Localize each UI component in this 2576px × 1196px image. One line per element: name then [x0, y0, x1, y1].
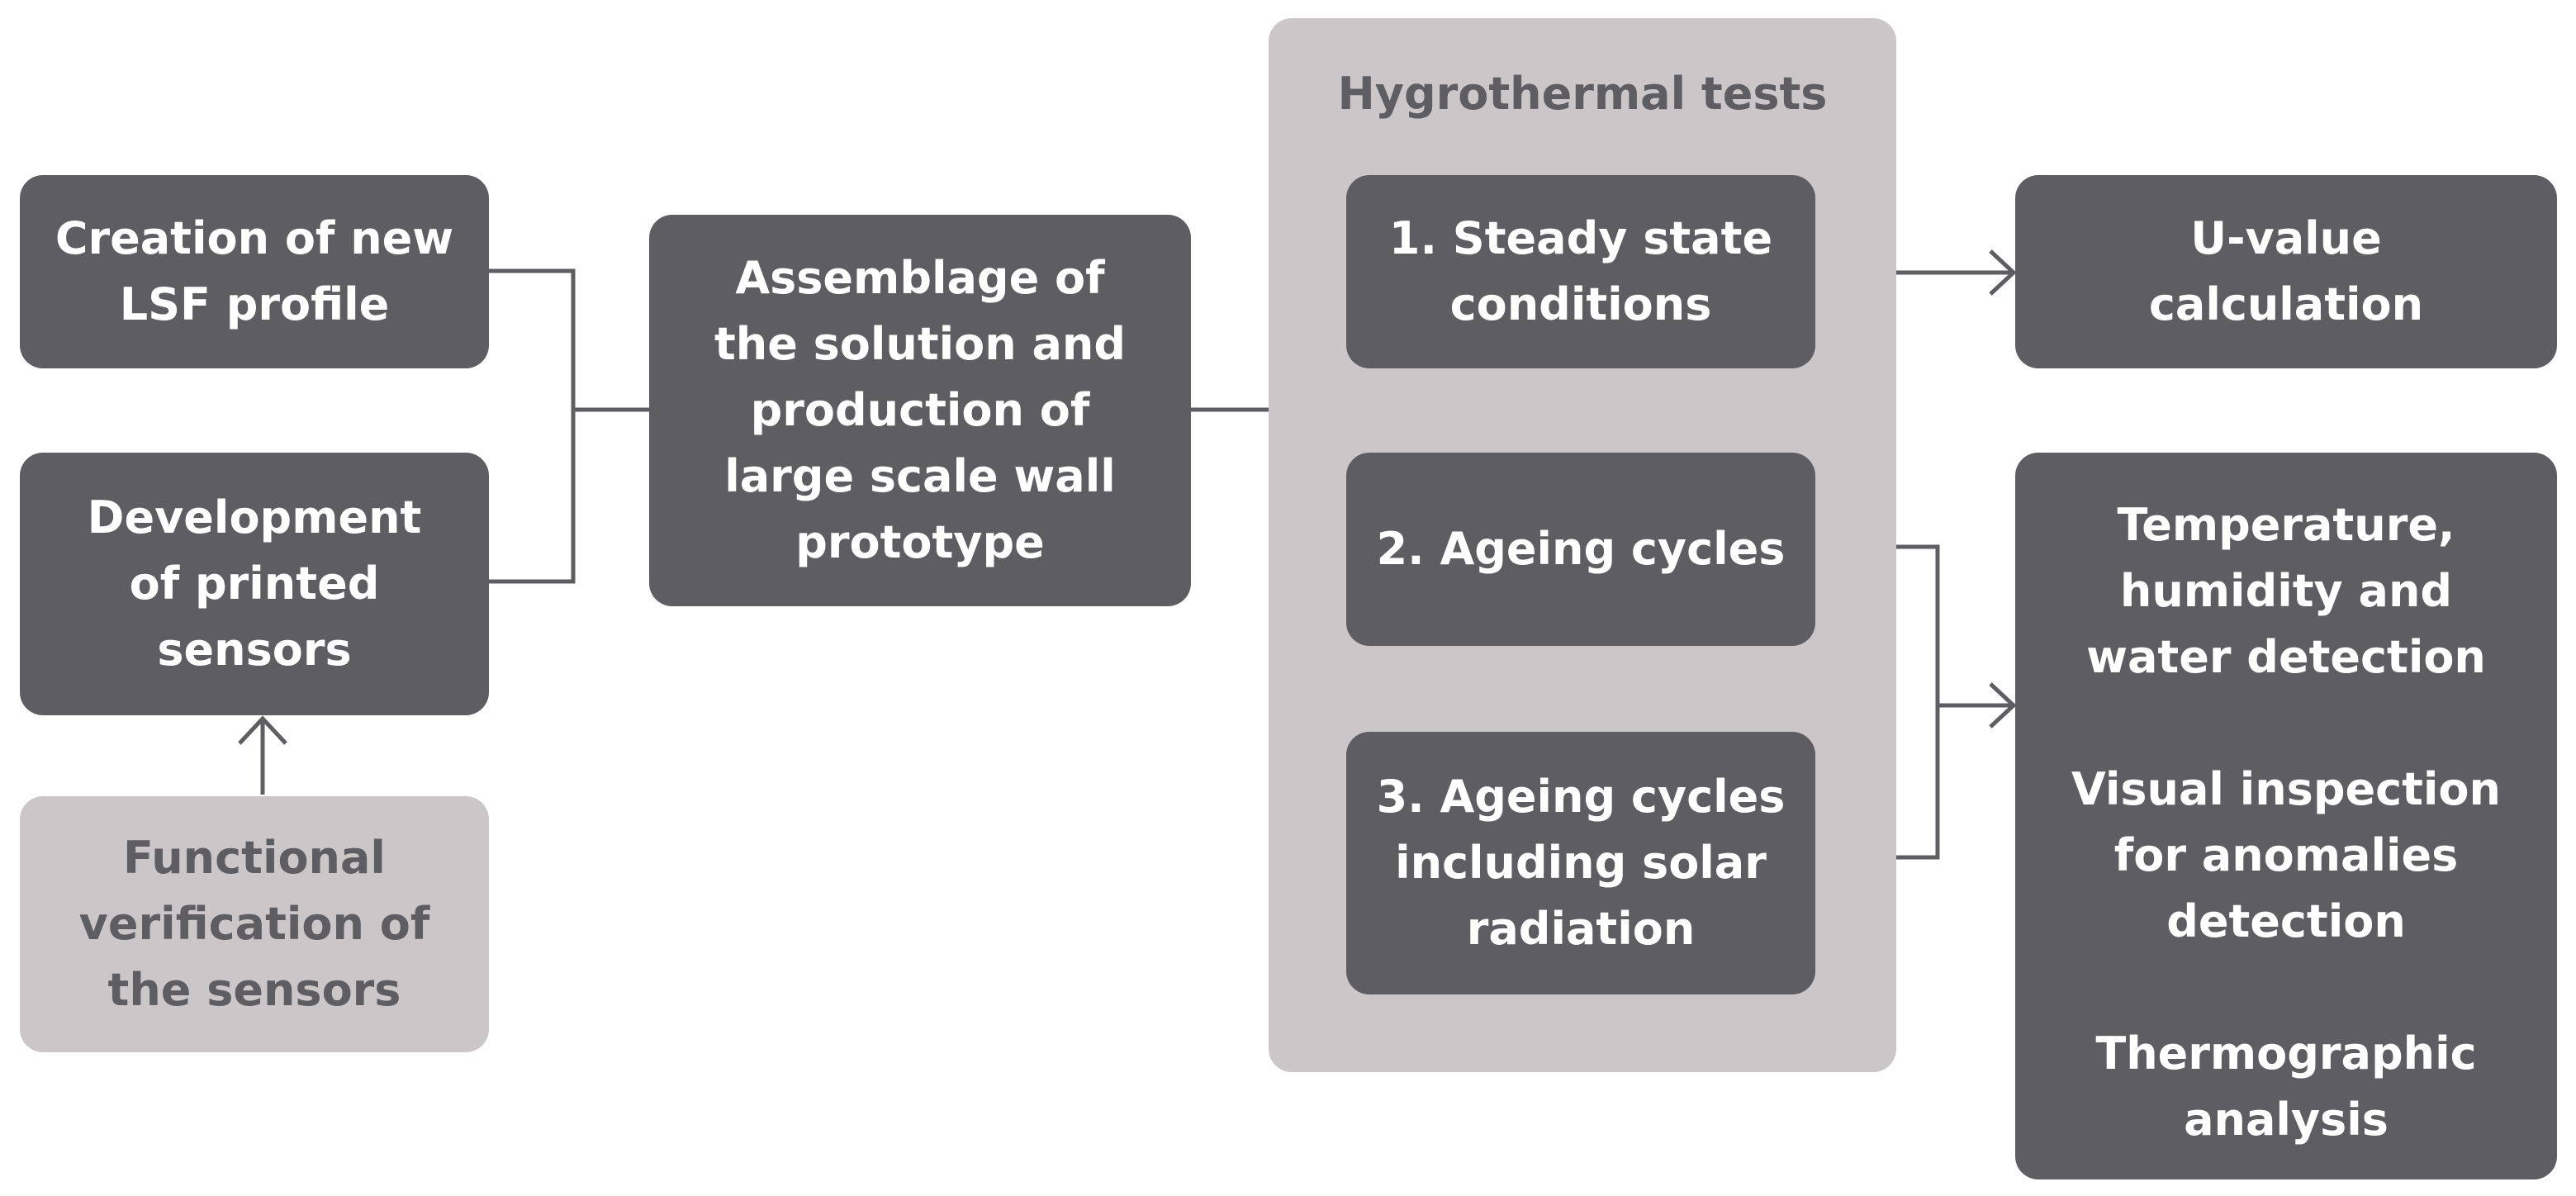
test-ageing-cycles: 2. Ageing cycles: [1346, 453, 1815, 646]
development-box: Development of printed sensors: [20, 453, 489, 715]
result-temperature-humidity-water: Temperature, humidity and water detectio…: [2086, 499, 2486, 683]
hygrothermal-title: Hygrothermal tests: [1337, 68, 1828, 120]
connector-creation-to-bracket: [489, 268, 576, 584]
test-steady-state: 1. Steady state conditions: [1346, 175, 1815, 368]
uvalue-box: U-value calculation: [2015, 175, 2557, 368]
result-visual-inspection: Visual inspection for anomalies detectio…: [2071, 763, 2501, 947]
arrowhead-development: [238, 715, 287, 745]
arrowhead-results: [1989, 682, 2017, 729]
verification-box: Functional verification of the sensors: [20, 796, 489, 1052]
assemblage-box: Assemblage of the solution and productio…: [649, 215, 1191, 606]
test-ageing-solar: 3. Ageing cycles including solar radiati…: [1346, 732, 1815, 994]
arrowhead-uvalue: [1989, 249, 2017, 296]
creation-box: Creation of new LSF profile: [20, 175, 489, 368]
results-box: Temperature, humidity and water detectio…: [2015, 453, 2557, 1179]
result-thermographic: Thermographic analysis: [2095, 1028, 2477, 1146]
